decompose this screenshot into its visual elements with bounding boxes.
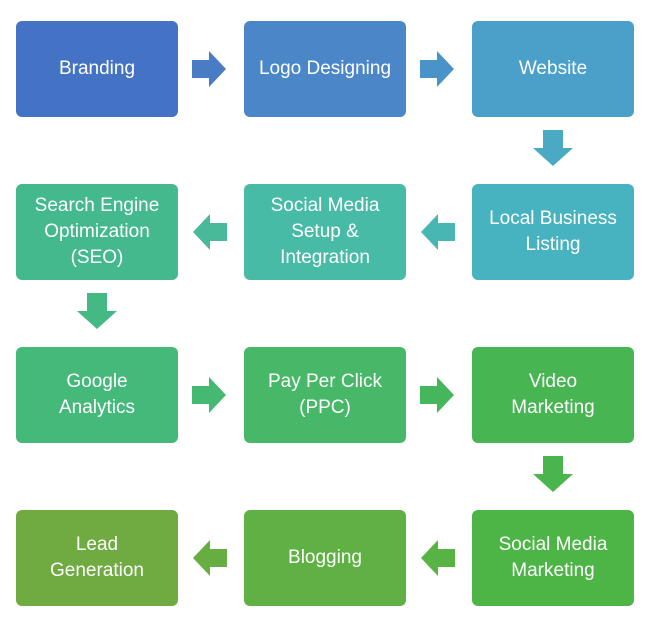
step-label-line: Blogging [288, 547, 362, 568]
step-box: Blogging [244, 510, 406, 606]
step-label: Website [519, 56, 587, 82]
step-label-line: Lead [75, 534, 119, 555]
arrow-left-icon [421, 540, 455, 576]
step-box: Logo Designing [244, 21, 406, 117]
step-label-line: Optimization [44, 221, 150, 242]
step-label-line: Generation [49, 560, 144, 581]
arrow-left-icon [193, 214, 227, 250]
step-label-line: (PPC) [299, 397, 351, 418]
step-label-line: Marketing [511, 397, 595, 418]
arrow-down-icon [533, 130, 573, 166]
step-label-line: Social Media [498, 534, 608, 555]
step-label-line: Listing [525, 234, 581, 255]
step-label-line: Social Media [270, 195, 380, 216]
arrow-right-icon [420, 377, 454, 413]
step-label: Pay Per Click (PPC) [268, 369, 382, 421]
step-label: Blogging [288, 545, 362, 571]
step-label-line: Marketing [511, 560, 595, 581]
step-label-line: Branding [58, 58, 136, 79]
step-box: Branding [16, 21, 178, 117]
step-box: Website [472, 21, 634, 117]
step-label: Branding [59, 56, 135, 82]
step-label-line: Logo Designing [258, 58, 392, 79]
step-label: Logo Designing [259, 56, 391, 82]
step-label-line: Pay Per Click [267, 371, 383, 392]
step-label-line: Website [518, 58, 588, 79]
step-label-line: Integration [280, 247, 370, 268]
arrow-right-icon [420, 51, 454, 87]
arrow-left-icon [421, 214, 455, 250]
step-box: Pay Per Click (PPC) [244, 347, 406, 443]
step-label-line: Analytics [58, 397, 136, 418]
step-label-line: Google [66, 371, 128, 392]
step-label-line: Video [528, 371, 578, 392]
arrow-down-icon [77, 293, 117, 329]
arrow-right-icon [192, 377, 226, 413]
arrow-right-icon [192, 51, 226, 87]
step-label-line: Local Business [489, 208, 617, 229]
arrow-left-icon [193, 540, 227, 576]
step-label-line: Search Engine [34, 195, 160, 216]
arrow-down-icon [533, 456, 573, 492]
step-label-line: (SEO) [70, 247, 124, 268]
step-label-line: Setup & [291, 221, 359, 242]
